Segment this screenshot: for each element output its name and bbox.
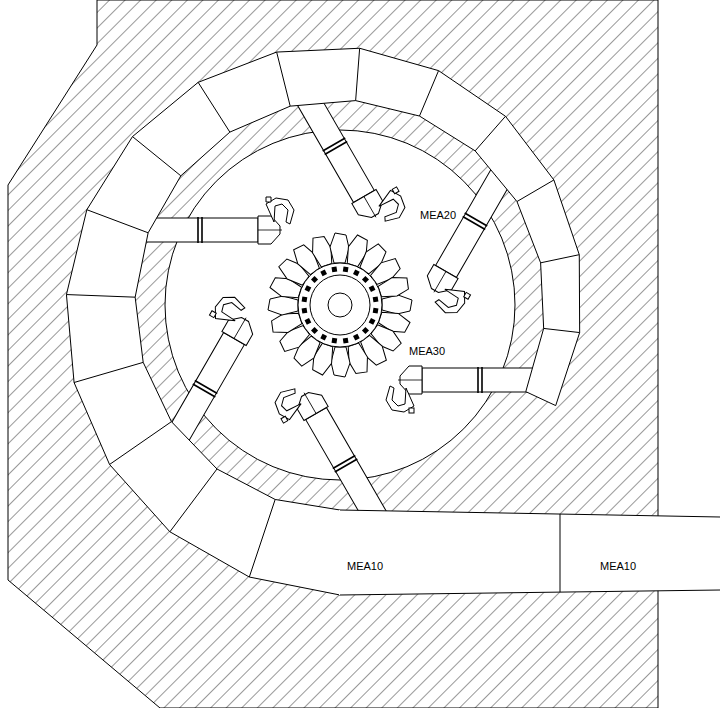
casing-segment-joint	[249, 499, 275, 577]
runner-disc	[298, 263, 382, 347]
turbine-pit	[165, 130, 515, 480]
runner-bucket	[382, 295, 412, 314]
casing-segment-joint	[87, 210, 148, 233]
deflector-hinge	[464, 292, 471, 299]
runner-bolt	[369, 285, 376, 292]
runner-bolt	[332, 267, 338, 273]
inlet-pipe-edge	[340, 510, 720, 517]
runner-bolt	[302, 308, 308, 314]
casing-segment-joint	[132, 137, 180, 176]
casing-segment-joint	[517, 180, 554, 202]
runner-bolt	[362, 276, 369, 283]
nozzle-needle	[434, 271, 446, 292]
runner-bolt	[343, 338, 349, 344]
nozzle-body	[352, 189, 387, 222]
injector-nozzle	[322, 128, 411, 235]
runner-bolt	[353, 334, 360, 341]
spiral-casing-inner	[135, 101, 544, 510]
pelton-runner	[268, 233, 412, 377]
inlet-pipe-edge	[340, 590, 720, 595]
runner-ring	[310, 275, 370, 335]
runner-bolt	[305, 285, 312, 292]
runner-bolt	[311, 276, 318, 283]
pipe-flange	[478, 367, 482, 393]
casing-segment-joint	[110, 422, 172, 465]
jet-deflector	[270, 385, 307, 422]
part-code: MEA10	[598, 560, 638, 573]
casing-segment-joint	[66, 295, 135, 298]
nozzle-needle	[234, 318, 246, 339]
runner-bolt	[373, 297, 379, 303]
casing-segment-joint	[526, 392, 556, 406]
runner-bolt	[373, 308, 379, 314]
jet-deflector	[373, 187, 410, 224]
deflector-hinge	[209, 311, 216, 318]
runner-bolt	[302, 297, 308, 303]
runner-hub	[328, 293, 352, 317]
runner-bucket	[377, 273, 411, 300]
runner-bolt	[362, 327, 369, 334]
injector-nozzle	[198, 197, 294, 244]
runner-bolt	[353, 270, 360, 277]
runner-bolt	[369, 318, 376, 325]
jet-deflector	[266, 198, 294, 224]
runner-bolt	[320, 334, 327, 341]
casing-segment-joint	[475, 116, 505, 151]
inlet-pipe-joint	[560, 514, 561, 592]
injector-nozzle	[175, 291, 264, 398]
casing-segment-joint	[541, 255, 580, 263]
deflector-hinge	[266, 197, 271, 202]
pipe-flange	[323, 138, 348, 154]
nozzle-needle	[258, 230, 282, 231]
runner-bucket	[331, 347, 350, 377]
runner-bucket	[268, 296, 298, 315]
pipe-flange	[198, 217, 202, 243]
pipe-flange	[333, 456, 358, 472]
jet-deflector	[210, 291, 247, 328]
casing-segment-joint	[198, 82, 230, 132]
pipe-flange	[463, 213, 488, 229]
injector-nozzle	[386, 366, 482, 413]
part-code: MEA10	[345, 560, 385, 573]
casing-segment-joint	[544, 328, 580, 332]
casing-segment-joint	[356, 48, 360, 100]
part-code: MEA20	[418, 209, 458, 222]
nozzle-needle	[304, 393, 316, 414]
casing-segment-joint	[277, 52, 291, 106]
concrete-hatch	[8, 0, 658, 708]
deflector-hinge	[392, 187, 399, 194]
jet-deflector	[433, 281, 470, 318]
deflector-hinge	[409, 408, 414, 413]
runner-bolt	[332, 338, 338, 344]
runner-bolt	[320, 270, 327, 277]
part-code: MEA30	[407, 345, 447, 358]
runner-bolt	[311, 327, 318, 334]
nozzle-needle	[398, 380, 422, 381]
runner-bolt	[343, 267, 349, 273]
casing-segment-joint	[419, 71, 438, 116]
pipe-flange	[193, 381, 218, 397]
runner-bucket	[330, 233, 349, 263]
casing-segment-joint	[170, 469, 217, 532]
inlet-pipe-fill	[339, 510, 720, 595]
nozzle-needle	[364, 196, 376, 217]
jet-deflector	[386, 386, 414, 412]
nozzle-body	[293, 387, 328, 420]
injector-nozzle	[269, 375, 358, 482]
casing-segment-joint	[74, 362, 143, 382]
injector-nozzle	[416, 213, 505, 320]
runner-bolt	[305, 318, 312, 325]
deflector-hinge	[281, 416, 288, 423]
